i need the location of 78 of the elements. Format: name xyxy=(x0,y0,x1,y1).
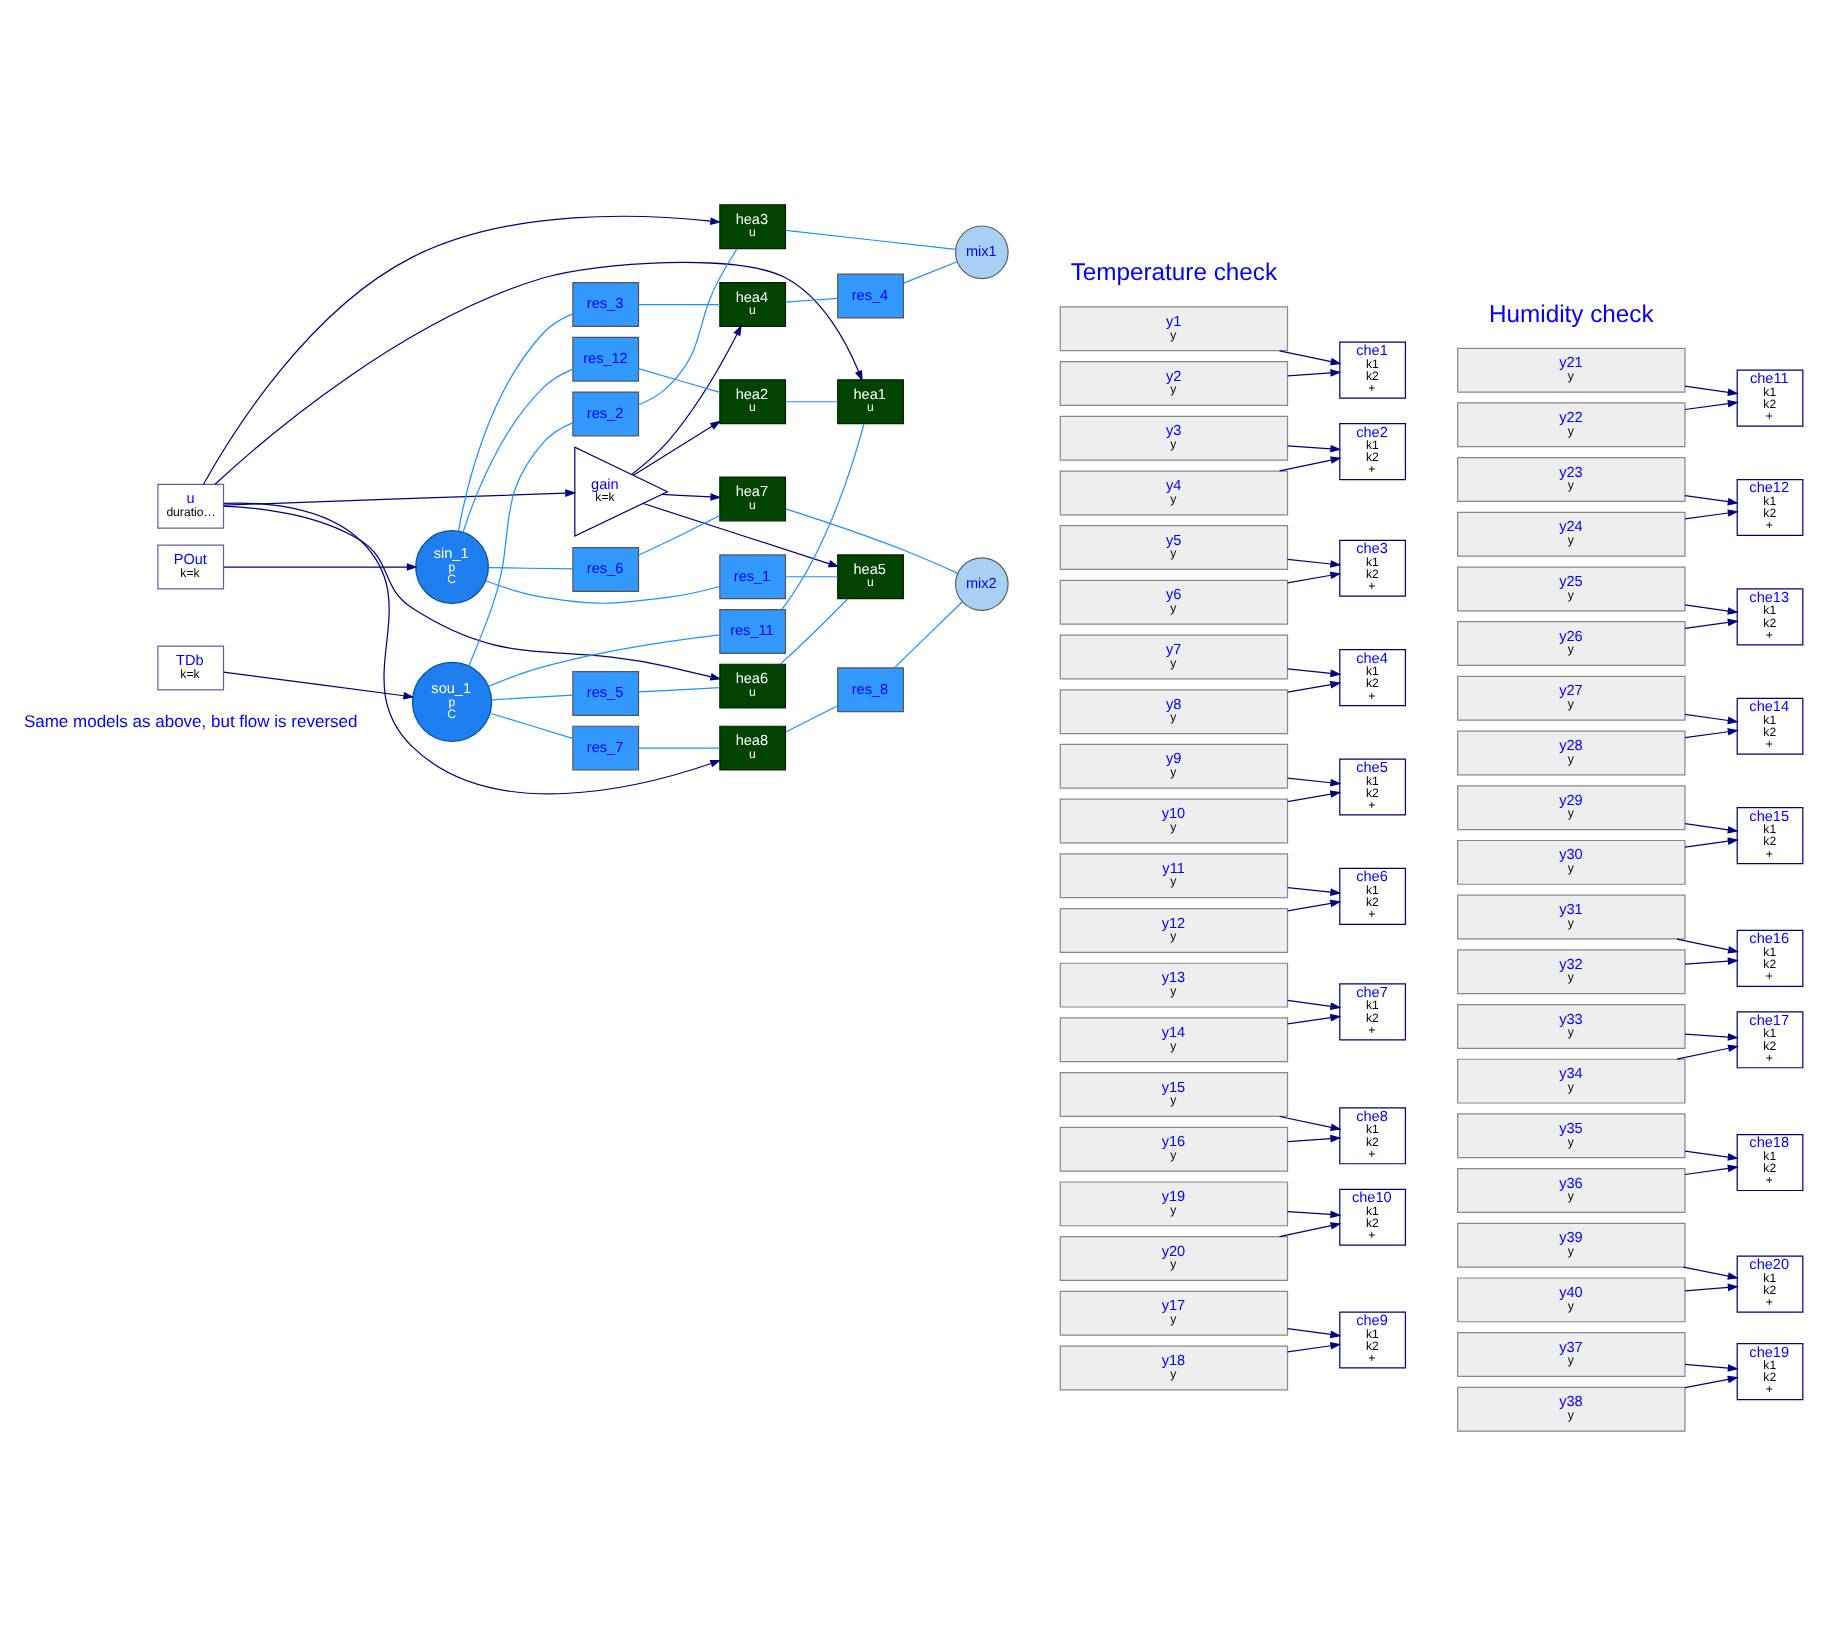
arrow xyxy=(1278,1222,1342,1238)
arrow xyxy=(1286,999,1342,1011)
arrow xyxy=(1286,1342,1342,1353)
connector xyxy=(487,567,574,570)
arrow xyxy=(1278,350,1342,366)
arrow xyxy=(1684,1375,1739,1389)
connector xyxy=(468,422,574,667)
arrow xyxy=(1286,899,1342,912)
arrow xyxy=(1286,1013,1342,1025)
arrow xyxy=(1676,1044,1739,1060)
arrow xyxy=(632,420,722,476)
connector xyxy=(457,313,574,532)
arrow xyxy=(1684,957,1739,965)
connector xyxy=(638,687,721,693)
connector xyxy=(903,261,958,284)
connector xyxy=(638,303,721,306)
label: Temperature check xyxy=(1070,258,1278,287)
arrow xyxy=(223,563,418,571)
arrow xyxy=(202,215,722,485)
connector xyxy=(779,598,849,665)
arrow xyxy=(1684,713,1739,725)
arrow xyxy=(1278,456,1342,472)
arrow xyxy=(223,502,722,795)
label: Humidity check xyxy=(1489,299,1654,328)
arrow xyxy=(1286,790,1342,803)
arrow xyxy=(1286,777,1342,787)
arrow xyxy=(1676,938,1739,954)
connector xyxy=(781,423,865,611)
arrow xyxy=(223,505,722,681)
connector xyxy=(785,705,839,733)
arrow xyxy=(642,502,840,568)
arrow xyxy=(1286,1327,1342,1339)
connector xyxy=(491,694,574,701)
arrow xyxy=(1286,680,1342,693)
arrow xyxy=(1684,1164,1739,1176)
arrow xyxy=(1684,1150,1739,1161)
connector xyxy=(485,580,721,604)
arrow xyxy=(1684,494,1739,506)
arrow xyxy=(1682,1266,1739,1280)
arrow xyxy=(1286,558,1342,568)
connector xyxy=(785,576,839,578)
arrow xyxy=(1684,604,1739,615)
arrow xyxy=(1286,1134,1342,1143)
connector xyxy=(785,229,957,251)
arrow xyxy=(1684,618,1739,629)
arrow xyxy=(1286,1210,1342,1219)
arrow xyxy=(1286,886,1342,896)
arrow xyxy=(1684,1283,1739,1292)
connector xyxy=(638,248,738,406)
arrow xyxy=(661,493,722,501)
connector xyxy=(785,297,839,303)
arrow xyxy=(1684,509,1739,520)
arrow xyxy=(1684,823,1739,834)
connector xyxy=(487,634,721,687)
connector xyxy=(462,368,574,533)
arrow xyxy=(1286,444,1342,453)
arrow xyxy=(631,324,742,476)
arrow xyxy=(1684,1033,1739,1041)
arrow xyxy=(1684,399,1739,411)
arrow xyxy=(1684,1363,1739,1372)
arrow xyxy=(1286,668,1342,678)
arrow xyxy=(214,261,863,485)
connector xyxy=(785,508,959,574)
connector xyxy=(785,401,839,403)
label: Same models as above, but flow is reversed xyxy=(23,711,358,732)
arrow xyxy=(223,489,577,506)
connector xyxy=(638,367,721,394)
arrow xyxy=(1286,369,1342,377)
arrow xyxy=(223,671,415,700)
connector xyxy=(893,601,963,669)
arrow xyxy=(1286,571,1342,584)
arrow xyxy=(1684,385,1739,397)
arrow xyxy=(1684,728,1739,739)
arrow xyxy=(1278,1115,1342,1132)
connector xyxy=(489,712,574,739)
arrow xyxy=(1684,837,1739,848)
connector xyxy=(638,514,721,556)
connector xyxy=(638,747,721,749)
